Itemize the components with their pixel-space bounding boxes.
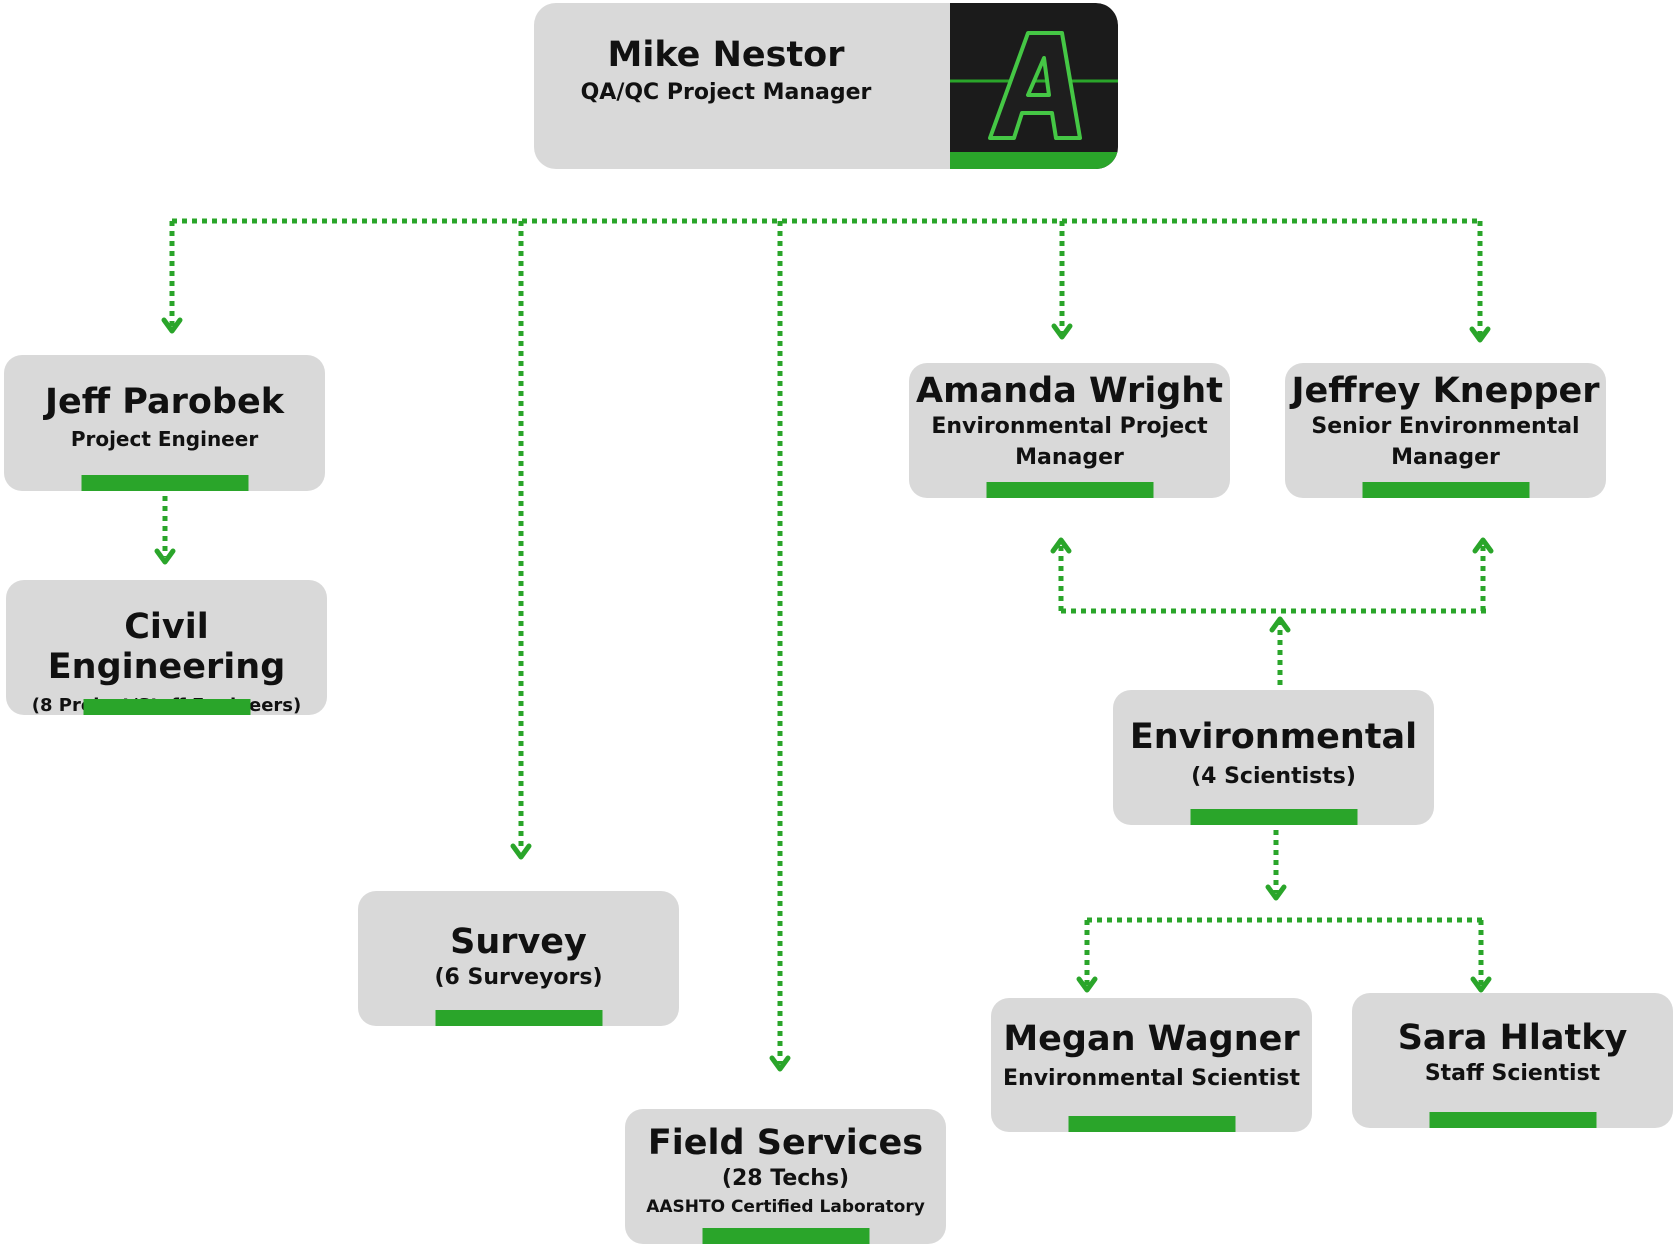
megan-wagner-bar (1068, 1116, 1235, 1132)
arrow-to-civil (154, 548, 176, 565)
a-logo-icon (950, 31, 1118, 140)
node-jeff-parobek: Jeff Parobek Project Engineer (4, 355, 325, 491)
environmental-bar (1190, 809, 1357, 825)
mike-nestor-title: QA/QC Project Manager (580, 80, 872, 105)
jeff-parobek-bar (81, 475, 248, 491)
node-sara-hlatky: Sara Hlatky Staff Scientist (1352, 993, 1673, 1128)
field-services-bar (702, 1228, 869, 1244)
survey-name: Survey (450, 922, 587, 962)
arrow-to-megan (1076, 976, 1098, 993)
jeffrey-knepper-title-line2: Manager (1391, 445, 1500, 470)
civil-engineering-name: Civil Engineering (47, 607, 286, 687)
logo-accent-bar (950, 152, 1118, 169)
megan-wagner-title: Environmental Scientist (1003, 1066, 1300, 1091)
survey-bar (435, 1010, 602, 1026)
jeffrey-knepper-title-line1: Senior Environmental (1311, 414, 1580, 439)
amanda-wright-title-line2: Manager (1015, 445, 1124, 470)
field-services-detail: (28 Techs) (721, 1166, 850, 1191)
jeffrey-knepper-name: Jeffrey Knepper (1291, 371, 1600, 411)
arrow-up-jeffrey (1472, 537, 1494, 554)
arrow-up-env-bus (1269, 616, 1291, 633)
arrow-to-survey (510, 843, 532, 860)
arrow-to-jeff (161, 317, 183, 334)
mike-nestor-name: Mike Nestor (607, 35, 845, 75)
megan-wagner-name: Megan Wagner (1003, 1019, 1300, 1059)
mike-nestor-text: Mike Nestor QA/QC Project Manager (534, 35, 918, 108)
environmental-detail: (4 Scientists) (1191, 764, 1356, 789)
node-jeffrey-knepper: Jeffrey Knepper Senior Environmental Man… (1285, 363, 1606, 498)
arrow-to-field (769, 1055, 791, 1072)
node-civil-engineering: Civil Engineering (8 Project/Staff Engin… (6, 580, 327, 716)
amanda-wright-name: Amanda Wright (916, 371, 1223, 411)
sara-hlatky-name: Sara Hlatky (1397, 1018, 1628, 1058)
node-amanda-wright: Amanda Wright Environmental Project Mana… (909, 363, 1230, 498)
field-services-name: Field Services (647, 1123, 924, 1163)
amanda-wright-title-line1: Environmental Project (931, 414, 1208, 439)
arrow-to-jeffrey (1469, 326, 1491, 343)
civil-engineering-bar (83, 699, 250, 715)
jeffrey-knepper-bar (1362, 482, 1529, 498)
jeff-parobek-name: Jeff Parobek (44, 382, 284, 422)
node-environmental: Environmental (4 Scientists) (1113, 690, 1434, 825)
environmental-name: Environmental (1129, 717, 1418, 757)
node-survey: Survey (6 Surveyors) (358, 891, 679, 1026)
node-megan-wagner: Megan Wagner Environmental Scientist (991, 998, 1312, 1132)
survey-detail: (6 Surveyors) (434, 965, 603, 990)
sara-hlatky-title: Staff Scientist (1424, 1061, 1601, 1086)
arrow-to-sara (1470, 976, 1492, 993)
field-services-note: AASHTO Certified Laboratory (646, 1197, 925, 1217)
arrow-env-down (1265, 884, 1287, 901)
node-mike-nestor: Mike Nestor QA/QC Project Manager (534, 3, 1118, 169)
arrow-up-amanda (1050, 537, 1072, 554)
company-logo (950, 3, 1118, 169)
arrow-to-amanda (1051, 323, 1073, 340)
amanda-wright-bar (986, 482, 1153, 498)
jeff-parobek-title: Project Engineer (70, 427, 259, 451)
sara-hlatky-bar (1429, 1112, 1596, 1128)
node-field-services: Field Services (28 Techs) AASHTO Certifi… (625, 1109, 946, 1244)
